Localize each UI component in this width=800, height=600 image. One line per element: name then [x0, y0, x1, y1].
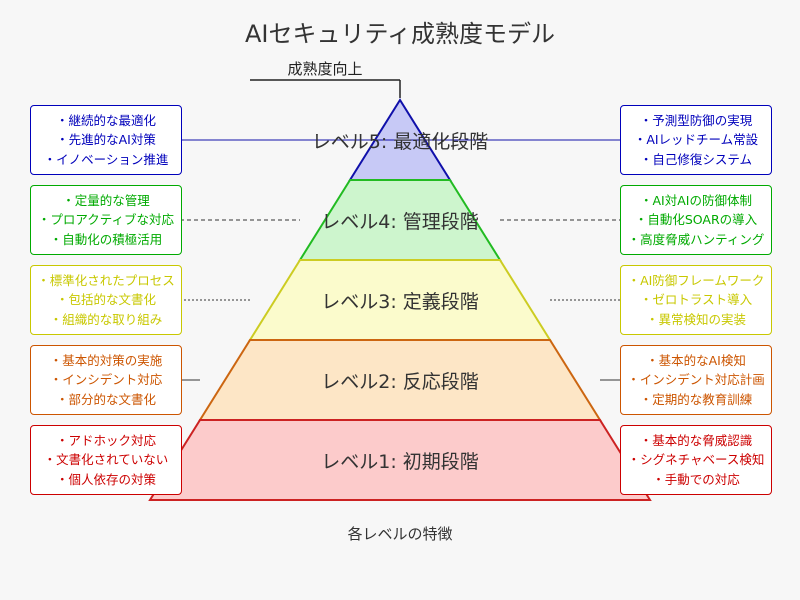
feature-item: ・自己修復システム — [639, 151, 753, 167]
feature-item: ・定量的な管理 — [62, 192, 150, 208]
tier-label-level-4: レベル4: 管理段階 — [321, 211, 479, 233]
feature-item: ・高度脅威ハンティング — [627, 231, 765, 247]
feature-item: ・基本的対策の実施 — [49, 352, 163, 368]
left-feature-box-level-4: ・定量的な管理・プロアクティブな対応・自動化の積極活用 — [30, 185, 182, 255]
feature-item: ・ゼロトラスト導入 — [639, 292, 753, 308]
feature-item: ・個人依存の対策 — [55, 471, 156, 487]
tier-label-level-5: レベル5: 最適化段階 — [311, 131, 489, 153]
feature-item: ・文書化されていない — [43, 452, 169, 468]
left-feature-box-level-5: ・継続的な最適化・先進的なAI対策・イノベーション推進 — [30, 105, 182, 175]
feature-item: ・包括的な文書化 — [55, 292, 156, 308]
feature-item: ・定期的な教育訓練 — [639, 391, 753, 407]
tier-label-level-2: レベル2: 反応段階 — [321, 371, 479, 393]
feature-item: ・組織的な取り組み — [49, 311, 163, 327]
left-feature-box-level-1: ・アドホック対応・文書化されていない・個人依存の対策 — [30, 425, 182, 495]
feature-item: ・インシデント対応計画 — [627, 372, 765, 388]
footer-caption: 各レベルの特徴 — [347, 525, 453, 543]
feature-item: ・基本的なAI検知 — [646, 352, 746, 368]
tier-label-level-1: レベル1: 初期段階 — [321, 451, 479, 473]
right-feature-box-level-4: ・AI対AIの防御体制・自動化SOARの導入・高度脅威ハンティング — [620, 185, 772, 255]
feature-item: ・シグネチャベース検知 — [627, 452, 765, 468]
right-feature-box-level-3: ・AI防御フレームワーク・ゼロトラスト導入・異常検知の実装 — [620, 265, 772, 335]
feature-item: ・プロアクティブな対応 — [37, 212, 175, 228]
left-feature-box-level-3: ・標準化されたプロセス・包括的な文書化・組織的な取り組み — [30, 265, 182, 335]
feature-item: ・異常検知の実装 — [645, 311, 746, 327]
feature-item: ・自動化の積極活用 — [49, 231, 163, 247]
feature-item: ・予測型防御の実現 — [639, 112, 753, 128]
feature-item: ・AIレッドチーム常設 — [633, 132, 759, 148]
feature-item: ・アドホック対応 — [55, 432, 156, 448]
feature-item: ・先進的なAI対策 — [56, 132, 156, 148]
feature-item: ・基本的な脅威認識 — [639, 432, 753, 448]
feature-item: ・部分的な文書化 — [55, 391, 156, 407]
feature-item: ・インシデント対応 — [49, 372, 163, 388]
right-feature-box-level-2: ・基本的なAI検知・インシデント対応計画・定期的な教育訓練 — [620, 345, 772, 415]
feature-item: ・AI対AIの防御体制 — [640, 192, 752, 208]
feature-item: ・継続的な最適化 — [55, 112, 156, 128]
feature-item: ・自動化SOARの導入 — [634, 212, 758, 228]
right-feature-box-level-5: ・予測型防御の実現・AIレッドチーム常設・自己修復システム — [620, 105, 772, 175]
right-feature-box-level-1: ・基本的な脅威認識・シグネチャベース検知・手動での対応 — [620, 425, 772, 495]
feature-item: ・AI防御フレームワーク — [627, 272, 765, 288]
left-feature-box-level-2: ・基本的対策の実施・インシデント対応・部分的な文書化 — [30, 345, 182, 415]
feature-item: ・イノベーション推進 — [43, 151, 169, 167]
maturity-increase-label: 成熟度向上 — [287, 60, 363, 78]
page-title: AIセキュリティ成熟度モデル — [244, 20, 556, 48]
feature-item: ・手動での対応 — [652, 471, 740, 487]
feature-item: ・標準化されたプロセス — [37, 272, 175, 288]
tier-label-level-3: レベル3: 定義段階 — [321, 291, 479, 313]
